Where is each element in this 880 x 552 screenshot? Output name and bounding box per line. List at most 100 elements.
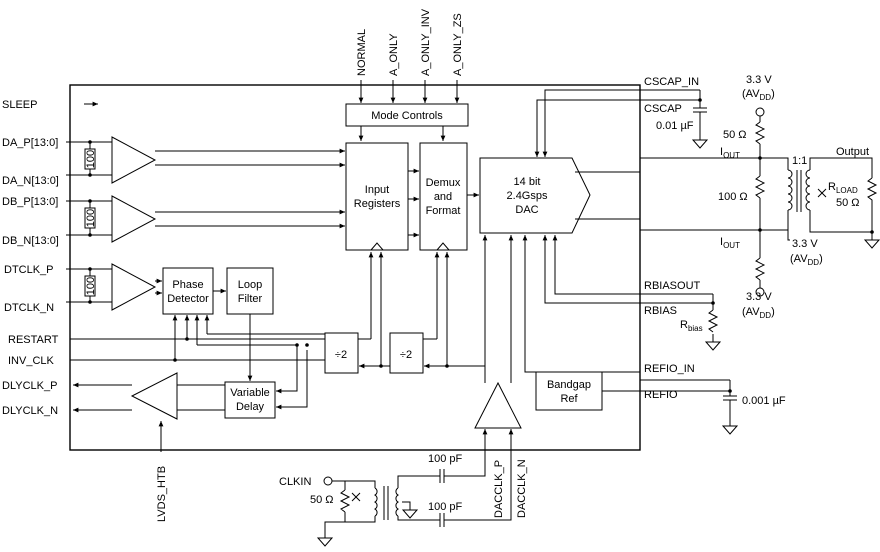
pin-dlyclk-n: DLYCLK_N (2, 405, 58, 417)
phase-detector-label-1: Phase (172, 279, 203, 291)
dac-label-3: DAC (515, 204, 538, 216)
pin-da-n: DA_N[13:0] (2, 175, 59, 187)
pin-dlyclk-p: DLYCLK_P (2, 380, 57, 392)
pin-a-only: A_ONLY (388, 33, 400, 76)
pin-rbiasout: RBIASOUT (644, 280, 701, 292)
loop-filter-block (226, 267, 274, 315)
demux-format-block (419, 142, 468, 251)
transformer-ratio: 1:1 (792, 155, 807, 167)
resistor-100 (754, 175, 766, 199)
pin-inv-clk: INV_CLK (8, 355, 55, 367)
db-input-buffer (111, 195, 157, 243)
rbias-resistor (707, 309, 719, 333)
transformer-secondary (805, 169, 811, 211)
pin-lvds-htb: LVDS_HTB (156, 466, 168, 522)
dacclk-input-buffer (474, 381, 522, 429)
input-registers-label-1: Input (365, 184, 389, 196)
avdd-center: (AVDD) (790, 253, 823, 267)
da-input-buffer (111, 136, 157, 184)
divide-by-2-block (324, 332, 359, 374)
termination-resistor (84, 207, 96, 229)
loop-filter-label-2: Filter (238, 293, 263, 305)
rbias-label: Rbias (680, 319, 703, 333)
mode-controls-block (345, 103, 469, 127)
supply-node-icon (755, 107, 765, 117)
bandgap-ref-block (535, 371, 603, 411)
input-registers-block (345, 142, 409, 251)
rload-value: 50 Ω (836, 197, 860, 209)
iout-bottom: IOUT (720, 236, 740, 250)
clkin-node-icon (323, 476, 333, 486)
resistor-50-top (754, 121, 766, 145)
svg-text:100: 100 (85, 150, 97, 168)
ground-icon (691, 139, 709, 149)
svg-text:100: 100 (85, 277, 97, 295)
rload-resistor (866, 177, 878, 232)
dac-block (479, 157, 591, 234)
iout-top: IOUT (720, 146, 740, 160)
dac-label-2: 2.4Gsps (507, 190, 548, 202)
demux-label-3: Format (426, 205, 461, 217)
ground-icon (316, 537, 334, 547)
bandgap-label-2: Ref (560, 393, 578, 405)
divide-by-2-block (389, 332, 424, 374)
transformer-primary (787, 169, 793, 211)
pin-dacclk-n: DACCLK_N (516, 459, 528, 518)
ground-icon (704, 341, 722, 351)
pin-rbias: RBIAS (644, 305, 677, 317)
pin-db-p: DB_P[13:0] (2, 196, 58, 208)
cscap-cap-value: 0.01 µF (656, 120, 694, 132)
pin-a-only-inv: A_ONLY_INV (420, 8, 432, 76)
termination-resistor (84, 275, 96, 297)
pin-normal: NORMAL (356, 29, 368, 76)
phase-detector-label-2: Detector (167, 293, 209, 305)
demux-label-2: and (434, 191, 452, 203)
pin-da-p: DA_P[13:0] (2, 137, 58, 149)
pin-restart: RESTART (8, 334, 59, 346)
termination-resistor (84, 148, 96, 170)
avdd-top: (AVDD) (742, 88, 775, 102)
variable-delay-label-2: Delay (236, 401, 265, 413)
rload-label: RLOAD (828, 181, 858, 195)
data-inputs: SLEEP DA_P[13:0] DA_N[13:0] DB_P[13:0] D… (2, 99, 345, 314)
pin-cscap: CSCAP (644, 103, 682, 115)
dlyclk-output-driver (130, 372, 178, 420)
pin-refio: REFIO (644, 389, 678, 401)
dac-label-1: 14 bit (514, 176, 541, 188)
variable-delay-block (224, 381, 276, 419)
r-top-value: 50 Ω (723, 129, 747, 141)
r-mid-value: 100 Ω (718, 191, 748, 203)
supply-bottom: 3.3 V (746, 291, 772, 303)
loop-filter-label-1: Loop (238, 279, 262, 291)
mode-controls-label: Mode Controls (371, 110, 443, 122)
supply-node-icon (755, 287, 765, 297)
svg-text:100: 100 (85, 209, 97, 227)
mode-pins: NORMAL A_ONLY A_ONLY_INV A_ONLY_ZS (356, 8, 464, 103)
cap-top-value: 100 pF (428, 453, 463, 465)
pin-a-only-zs: A_ONLY_ZS (452, 13, 464, 76)
output-label: Output (836, 146, 869, 158)
clkin-label: CLKIN (279, 476, 311, 488)
refio-cap-value: 0.001 µF (742, 395, 786, 407)
pin-dtclk-p: DTCLK_P (4, 264, 54, 276)
phase-detector-block (162, 267, 214, 315)
cap-bottom-value: 100 pF (428, 501, 463, 513)
divide-label: ÷2 (335, 349, 347, 361)
clock-edge-icon (436, 242, 450, 251)
clock-edge-icon (370, 242, 384, 251)
pin-db-n: DB_N[13:0] (2, 235, 59, 247)
pin-dacclk-p: DACCLK_P (493, 460, 505, 518)
pin-dtclk-n: DTCLK_N (4, 302, 54, 314)
clkin-term-value: 50 Ω (310, 494, 334, 506)
ground-icon (863, 239, 880, 249)
dtclk-input-buffer (111, 263, 157, 311)
divide-label: ÷2 (400, 349, 412, 361)
ground-icon (721, 425, 739, 435)
bandgap-label-1: Bandgap (547, 379, 591, 391)
avdd-bottom: (AVDD) (742, 306, 775, 320)
pin-sleep: SLEEP (2, 99, 37, 111)
supply-top: 3.3 V (746, 74, 772, 86)
pin-cscap-in: CSCAP_IN (644, 76, 699, 88)
pin-refio-in: REFIO_IN (644, 363, 695, 375)
